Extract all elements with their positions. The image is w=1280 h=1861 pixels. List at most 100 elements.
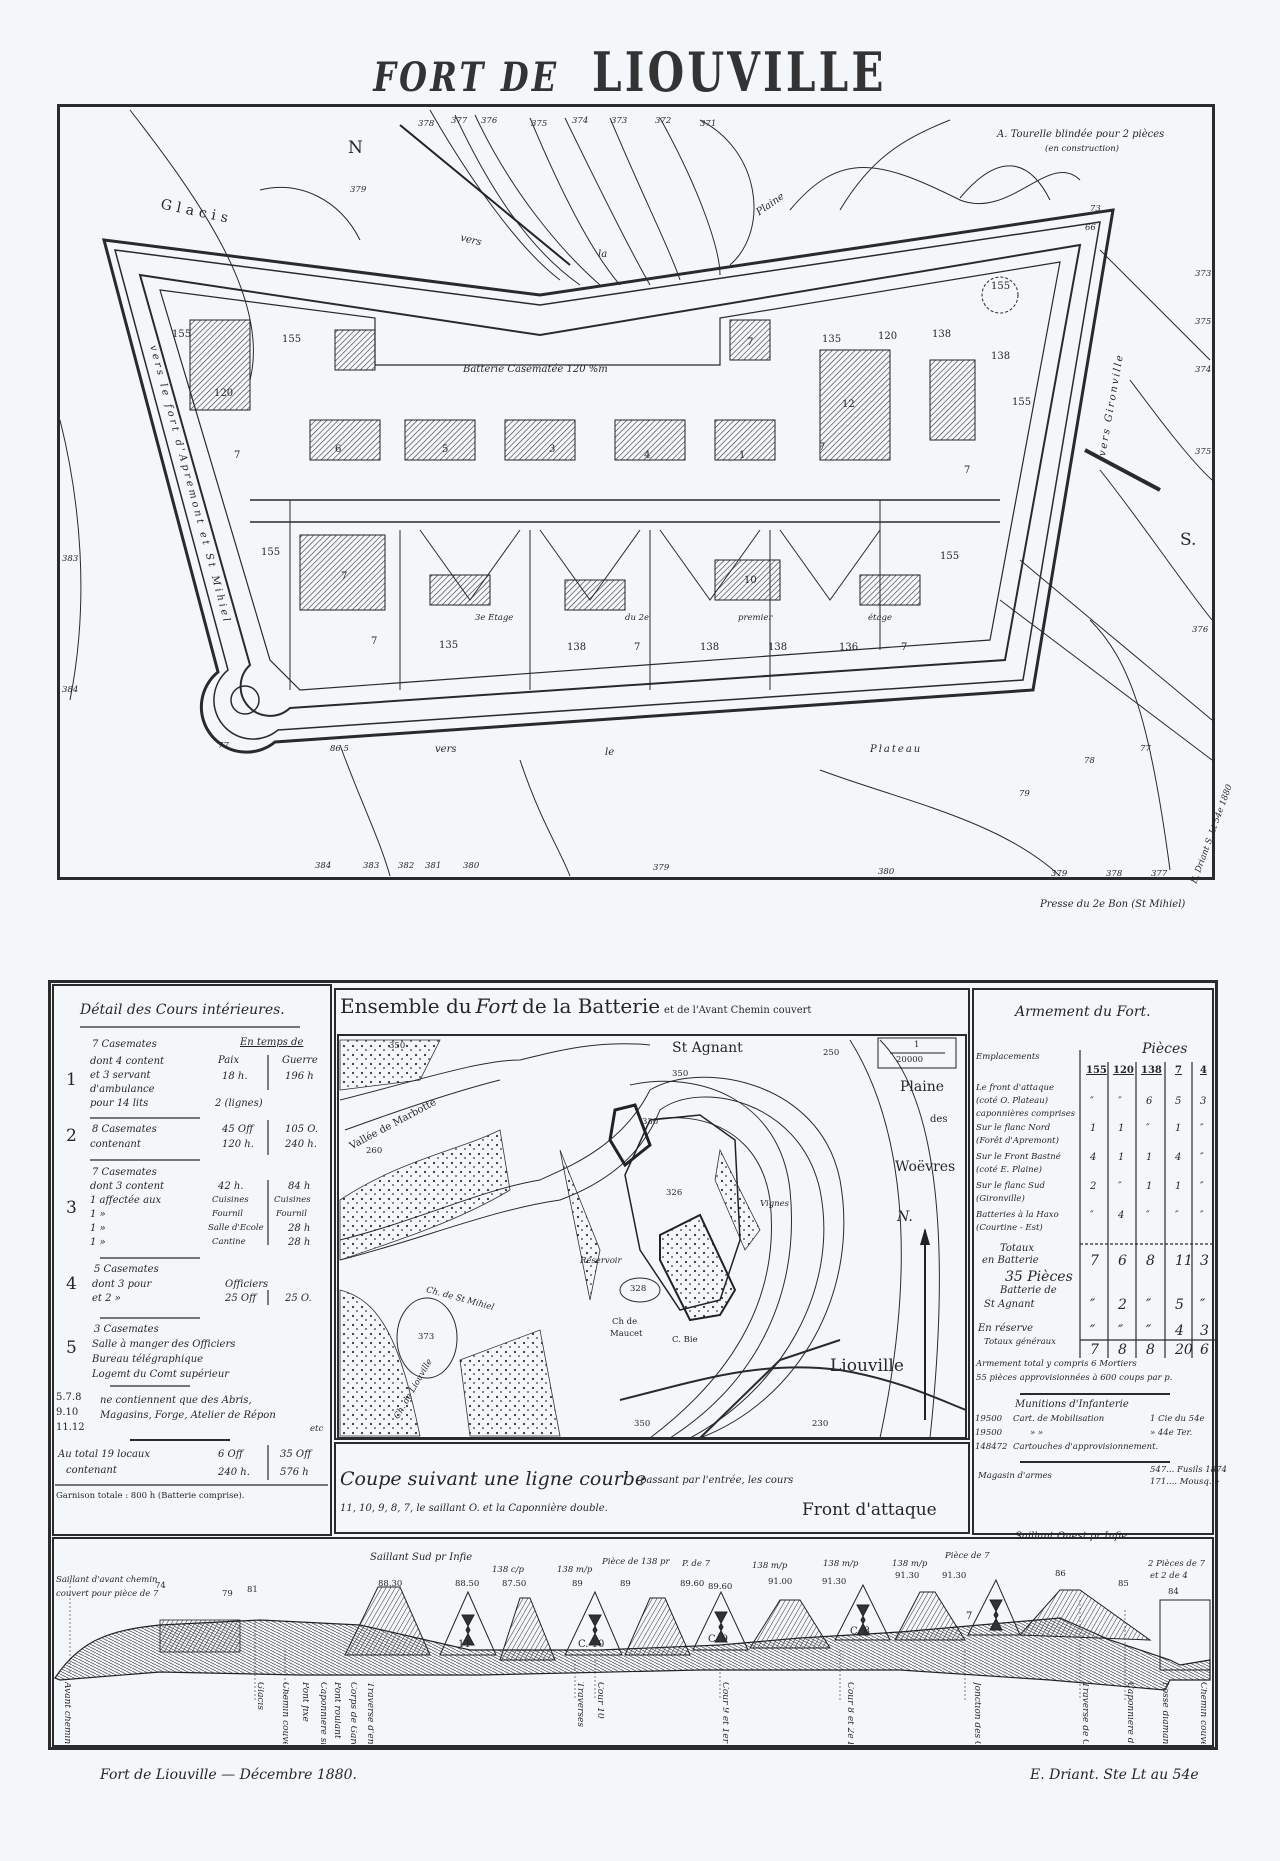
piece-label: 155: [1012, 397, 1032, 408]
map-title-c: de la Batterie: [522, 994, 661, 1018]
section-caption-d: Front d'attaque: [802, 1500, 937, 1520]
elevation-label: 66: [1085, 223, 1096, 233]
elevation-label: 86.5: [330, 744, 349, 754]
armament-row-label: (Gironville): [976, 1194, 1025, 1204]
section-elevation: 88.30: [378, 1579, 403, 1589]
total-paix: 6 Off: [218, 1449, 243, 1460]
map-elevation: 260: [366, 1146, 383, 1156]
section-top-label: 138 m/p: [892, 1559, 928, 1569]
section-elevation: 89.60: [708, 1582, 733, 1592]
lower-sheet-frame: [48, 980, 1218, 1750]
elevation-label: 73: [1090, 204, 1101, 214]
armament-panel: [972, 988, 1214, 1535]
court-label: C. 9: [708, 1634, 729, 1645]
section-top-label: Saillant Ouest pr Infie: [1015, 1531, 1128, 1542]
armament-reserve-value: ″: [1118, 1323, 1124, 1339]
piece-label: 4: [644, 450, 651, 461]
map-title: Ensemble du Fort de la Batterie et de l'…: [340, 996, 811, 1018]
section-bottom-label: Corps de Garde: [348, 1682, 357, 1744]
piece-label: 1: [739, 450, 746, 461]
munitions-title: Munitions d'Infanterie: [1015, 1399, 1129, 1410]
armament-value: ″: [1175, 1210, 1179, 1221]
garrison-total: Garnison totale : 800 h (Batterie compri…: [56, 1491, 245, 1501]
casemates: [189, 319, 976, 611]
armament-note: 55 pièces approvisionnées à 600 coups pa…: [976, 1373, 1173, 1383]
armament-reserve-value: 3: [1200, 1323, 1209, 1339]
armament-value: ″: [1090, 1096, 1094, 1107]
section-profile-drawing: [54, 1578, 1211, 1700]
armament-value: 5: [1175, 1096, 1182, 1107]
paix-value: 18 h.: [222, 1071, 248, 1082]
section-elevation: 89: [572, 1579, 583, 1589]
total-label: Au total 19 locaux: [58, 1449, 151, 1460]
general-label: Totaux généraux: [984, 1337, 1056, 1347]
piece-label: 138: [932, 329, 952, 340]
guerre-header: Guerre: [282, 1055, 318, 1066]
armament-value: 1: [1118, 1152, 1125, 1163]
elevation-label: 375: [531, 119, 548, 129]
armament-row-label: Le front d'attaque: [976, 1083, 1054, 1093]
piece-label: 7: [371, 636, 378, 647]
section-top-label: Saillant d'avant chemin: [56, 1575, 158, 1585]
armament-row-label: (coté O. Plateau): [976, 1096, 1049, 1106]
guerre-value: Cuisines: [274, 1195, 311, 1205]
floor-label: 3e Etage: [475, 613, 514, 623]
armament-value: ″: [1118, 1181, 1122, 1192]
armament-general-value: 20: [1175, 1342, 1193, 1358]
elevation-label: 79: [1019, 789, 1030, 799]
munitions-desc: Cart. de Mobilisation: [1013, 1414, 1105, 1424]
map-elevation: 350: [672, 1069, 689, 1079]
fort-on-map: [608, 1103, 741, 1322]
section-profile-panel: [52, 1537, 1214, 1747]
court-label: 7: [966, 1611, 973, 1622]
armament-general-value: 7: [1090, 1342, 1099, 1358]
section-elevation: 91.30: [895, 1571, 920, 1581]
armament-st-agnant-value: ″: [1200, 1297, 1206, 1313]
map-elevation: 250: [823, 1048, 840, 1058]
section-top-label: Pièce de 7: [945, 1551, 990, 1561]
piece-label: 12: [842, 399, 855, 410]
armament-col-header: 138: [1141, 1065, 1162, 1076]
armament-row-label: Sur le flanc Nord: [976, 1123, 1051, 1133]
section-elevation: 89: [620, 1579, 631, 1589]
section-elevation: 85: [1118, 1579, 1129, 1589]
piece-label: 138: [567, 642, 587, 653]
section-bottom-label: Fossé diamant: [1160, 1682, 1169, 1744]
court-label: 11: [458, 1639, 471, 1650]
armament-totals-value: 7: [1090, 1253, 1099, 1269]
court-line: 5 Casemates: [94, 1264, 159, 1275]
paix-value: 25 Off: [225, 1293, 257, 1304]
casemate-vaults: [439, 1578, 1021, 1656]
section-top-label: 138 m/p: [557, 1565, 593, 1575]
court-line: et 2 »: [92, 1293, 121, 1304]
piece-label: 155: [991, 281, 1011, 292]
section-bottom-label: Cour 9 et 1er Etage: [720, 1682, 729, 1744]
total-label: contenant: [66, 1465, 117, 1476]
map-maucet: Maucet: [610, 1329, 643, 1339]
armament-value: ″: [1146, 1123, 1150, 1134]
armament-value: 4: [1090, 1152, 1097, 1163]
elevation-label: 379: [1051, 869, 1068, 879]
armament-st-agnant-value: ″: [1146, 1297, 1152, 1313]
armament-general-value: 8: [1146, 1342, 1155, 1358]
map-scale-num: 1: [914, 1040, 920, 1050]
map-ch-de: Ch de: [612, 1317, 638, 1327]
section-bottom-label: Avant chemin couvert Porte sur Liouville: [62, 1682, 71, 1744]
court-label: C. 10: [578, 1639, 605, 1650]
piece-label: 7: [964, 465, 971, 476]
floor-label: étage: [868, 613, 892, 623]
map-plaine: Plaine: [900, 1079, 945, 1095]
section-elevation: 91.30: [942, 1571, 967, 1581]
piece-label: 7: [341, 571, 348, 582]
armament-value: 6: [1146, 1096, 1153, 1107]
section-bottom-label: Traverses: [575, 1682, 584, 1727]
armament-value: 1: [1090, 1123, 1097, 1134]
bottom-le-label: le: [605, 747, 615, 758]
armament-totals-value: 3: [1200, 1253, 1209, 1269]
paix-value: 45 Off: [222, 1124, 254, 1135]
court-line: Salle à manger des Officiers: [92, 1339, 236, 1350]
map-title-d: et de l'Avant Chemin couvert: [664, 1005, 812, 1016]
armament-row-label: (coté E. Plaine): [976, 1165, 1042, 1175]
armament-value: ″: [1118, 1096, 1122, 1107]
court-line: 1 affectée aux: [90, 1195, 162, 1206]
